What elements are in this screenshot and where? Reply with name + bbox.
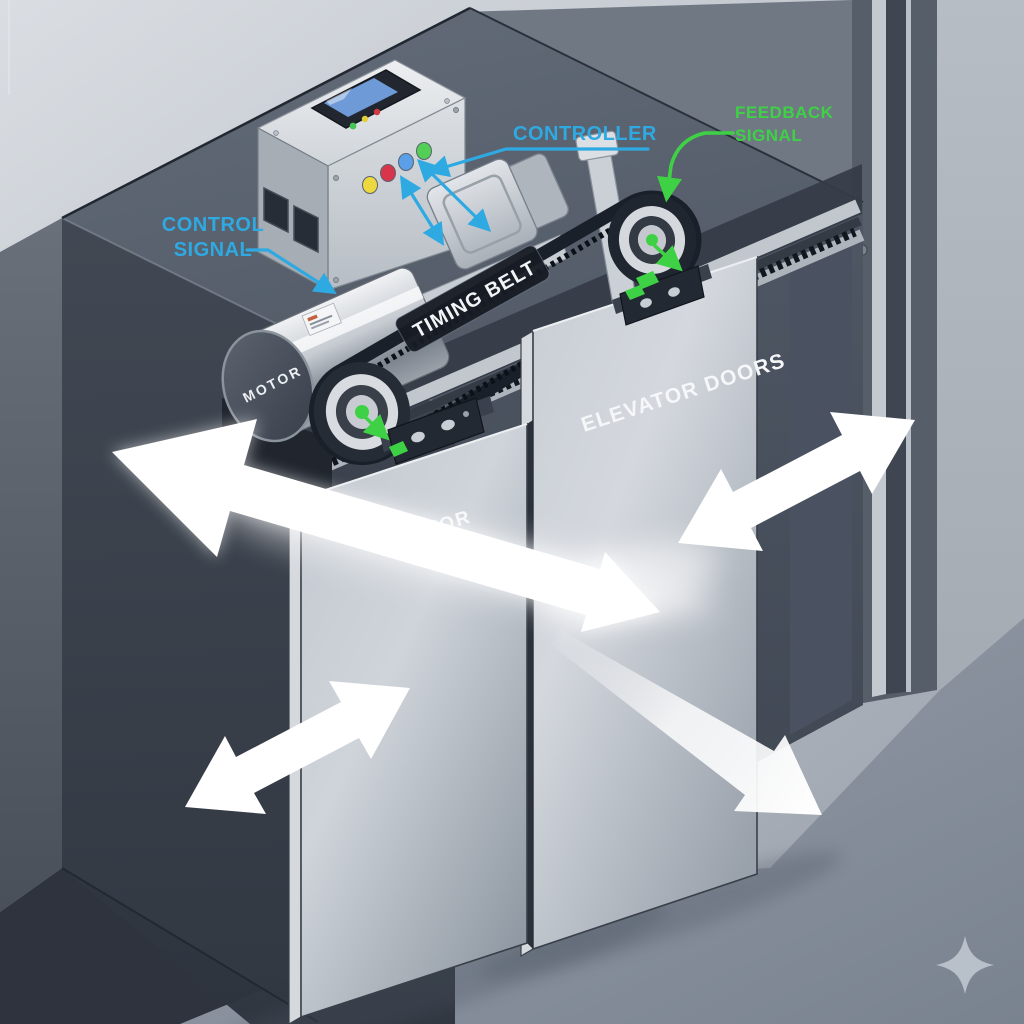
lower-left-double-arrow-icon (185, 681, 410, 814)
elevator-doors: ELEVATOR DOORS MOTOR (192, 255, 841, 1024)
door-frame-strip-light (872, 0, 886, 697)
upper-right-double-arrow-icon (678, 412, 915, 551)
feedback-signal-label-line2: SIGNAL (735, 126, 802, 145)
upper-left-double-arrow-icon (112, 419, 660, 632)
control-signal-label-line2: SIGNAL (174, 239, 253, 261)
lower-right-arrow-icon (550, 630, 822, 815)
green-chevron-icon (389, 441, 408, 457)
front-red-led-icon (380, 164, 396, 182)
annotations: CONTROLLER CONTROL SIGNAL FEEDBACK SIGNA… (162, 103, 834, 457)
controller-vent (263, 186, 289, 234)
door-gap (527, 420, 533, 949)
front-yellow-led-icon (362, 176, 378, 194)
controller-vent (293, 204, 319, 254)
feedback-signal-label-line1: FEEDBACK (735, 103, 834, 122)
green-chevron-icon (636, 271, 659, 289)
front-blue-led-icon (398, 153, 414, 171)
left-side-wall (0, 218, 62, 912)
door-shadow (479, 852, 841, 978)
screw (453, 107, 459, 113)
front-green-led-icon (416, 142, 432, 160)
screw (273, 130, 279, 136)
hanger-hole (640, 298, 652, 308)
controller-display-screen (324, 78, 398, 117)
screw (333, 277, 339, 283)
screw (444, 98, 450, 104)
feedback-leader-line (656, 131, 735, 203)
door-frame-strip-thin (906, 0, 911, 692)
screen-glint (326, 88, 352, 105)
display-red-led-icon (373, 108, 381, 116)
green-chevron-icon (625, 285, 645, 300)
display-yellow-led-icon (361, 115, 369, 123)
hanger-hole (411, 431, 425, 443)
right-hanger-bracket (619, 265, 705, 326)
door-frame-strip-dark (886, 0, 906, 694)
screw (333, 175, 339, 181)
door-hangers (380, 264, 712, 465)
display-green-led-icon (349, 122, 357, 130)
right-wall (937, 0, 1024, 690)
box-ridge-line (61, 6, 471, 220)
encoder-feedback-arrow (653, 244, 683, 272)
box-bottom-edge (61, 867, 319, 1023)
floor (180, 618, 1024, 1024)
motor-feedback-arrow (362, 413, 390, 441)
left-door-top-highlight (300, 422, 528, 500)
controller-label: CONTROLLER (513, 123, 657, 145)
hanger-hole (441, 419, 455, 431)
hanger-hole (668, 287, 680, 297)
controller-leader-line (426, 147, 650, 177)
sparkle-watermark-icon (936, 936, 994, 994)
control-signal-label-line1: CONTROL (162, 214, 264, 236)
box-ridge-line-2 (469, 7, 864, 203)
door-motion-arrows (112, 412, 915, 815)
control-signal-leader-line (245, 248, 337, 295)
motor-end-cap (221, 329, 315, 443)
motor-label-sticker (301, 302, 342, 336)
hanger-bolt (463, 411, 469, 417)
